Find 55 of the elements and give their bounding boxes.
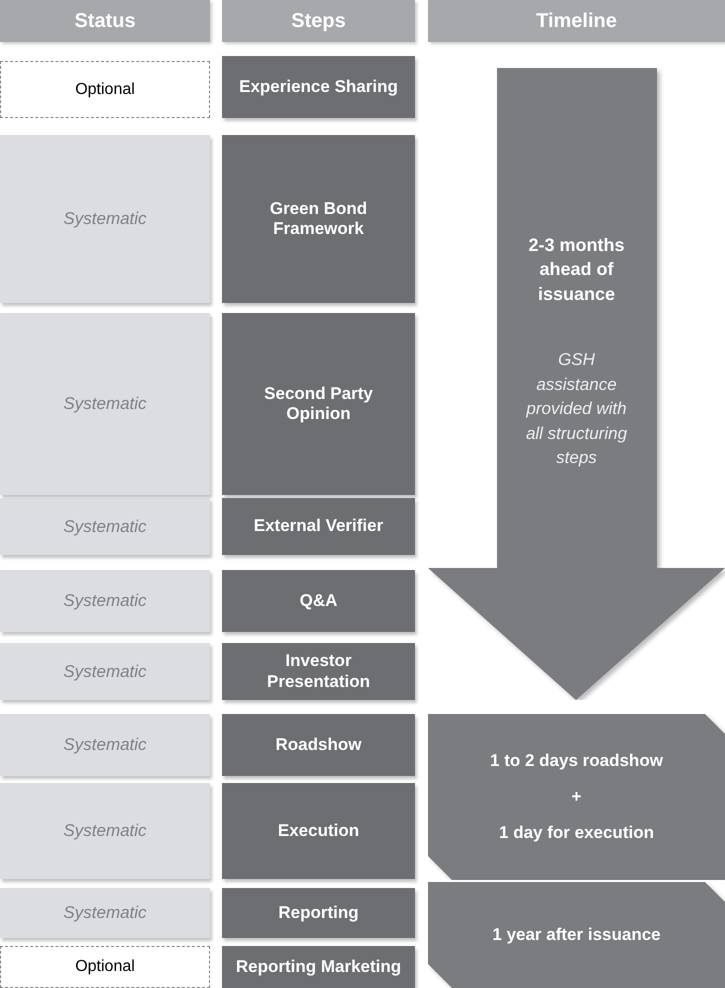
column-header [428,0,725,42]
column-header [0,0,210,42]
status-box [0,946,210,988]
step-text: Second Party Opinion [263,384,374,424]
status-text: Optional [75,80,135,98]
timeline-text: 1 to 2 days roadshow [490,751,663,771]
status-text: Systematic [63,209,147,229]
status-text: Systematic [63,903,147,923]
step-text: Experience Sharing [238,76,399,98]
step-box [222,714,415,776]
header-text: Steps [291,10,346,32]
timeline-text: + [572,787,582,807]
step-text: Execution [276,820,360,842]
step-box [222,946,415,988]
step-box [222,498,415,555]
timeline-text: 1 year after issuance [492,925,661,945]
status-box [0,714,210,776]
step-text: Reporting Marketing [234,956,402,978]
timeline-text: 1 day for execution [499,823,654,843]
timeline-note: GSH assistance provided with all structuring steps [524,348,628,470]
status-text: Systematic [63,662,147,682]
status-box [0,498,210,555]
status-text: Systematic [63,516,147,536]
status-box [0,570,210,632]
status-box [0,783,210,879]
status-box [0,61,210,118]
status-text: Optional [75,958,135,976]
status-text: Systematic [63,394,147,414]
step-text: Green Bond Framework [268,198,368,240]
status-text: Systematic [63,821,147,841]
status-text: Systematic [63,735,147,755]
step-box [222,783,415,879]
timeline-box [428,882,725,988]
step-box [222,643,415,700]
status-box [0,888,210,938]
timeline-text: 2-3 months ahead of issuance [527,234,626,306]
status-box [0,313,210,495]
step-text: Investor Presentation [266,651,371,692]
step-box [222,56,415,118]
status-box [0,135,210,303]
timeline-box [428,714,725,880]
column-header [222,0,415,42]
step-text: Reporting [277,902,360,924]
step-box [222,888,415,938]
step-box [222,313,415,495]
step-box [222,135,415,303]
header-text: Timeline [536,10,617,32]
step-text: Q&A [298,590,338,612]
timeline-arrow [428,68,725,700]
step-text: External Verifier [252,516,384,537]
step-box [222,570,415,632]
status-box [0,643,210,700]
header-text: Status [74,10,136,32]
status-text: Systematic [63,591,147,611]
step-text: Roadshow [274,734,362,756]
